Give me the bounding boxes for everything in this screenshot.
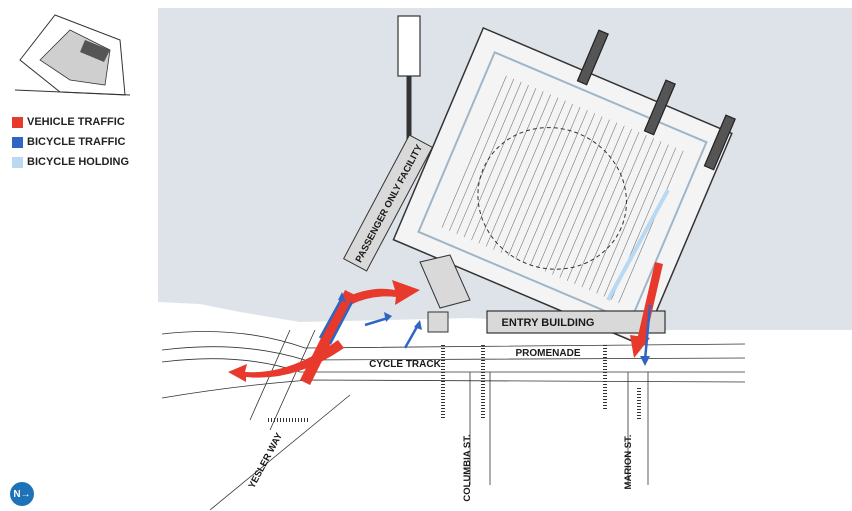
bicycle-holding-lane bbox=[606, 189, 670, 301]
legend: VEHICLE TRAFFIC BICYCLE TRAFFIC BICYCLE … bbox=[12, 112, 129, 172]
columbia-st-label: COLUMBIA ST. bbox=[462, 434, 473, 501]
legend-label: BICYCLE TRAFFIC bbox=[27, 136, 126, 148]
cycle-track-label: CYCLE TRACK bbox=[369, 359, 441, 370]
bicycle-swatch bbox=[12, 136, 23, 148]
legend-label: VEHICLE TRAFFIC bbox=[27, 116, 125, 128]
yesler-way-label: YESLER WAY bbox=[247, 431, 286, 491]
legend-item-bicycle: BICYCLE TRAFFIC bbox=[12, 132, 129, 152]
bicycle-arrowheads bbox=[338, 292, 650, 366]
legend-label: BICYCLE HOLDING bbox=[27, 156, 130, 168]
passenger-pier bbox=[397, 15, 421, 77]
bicycle-traffic bbox=[318, 297, 652, 361]
locator-map bbox=[14, 14, 131, 96]
legend-item-vehicle: VEHICLE TRAFFIC bbox=[12, 112, 129, 132]
north-arrow-icon: N→ bbox=[10, 482, 34, 506]
marion-st-label: MARION ST. bbox=[623, 435, 634, 490]
ferry-slips bbox=[576, 29, 736, 171]
entry-building-label: ENTRY BUILDING bbox=[502, 317, 595, 329]
vehicle-swatch bbox=[12, 116, 23, 128]
vehicle-traffic bbox=[228, 262, 663, 385]
ramp-structure bbox=[419, 254, 471, 309]
crosswalks bbox=[268, 345, 641, 422]
north-label: N bbox=[13, 488, 21, 500]
bicycle-holding-swatch bbox=[12, 156, 23, 168]
ferry-terminal bbox=[392, 26, 733, 347]
entry-building bbox=[486, 310, 666, 334]
kiosk bbox=[427, 311, 449, 333]
legend-item-bicycle-holding: BICYCLE HOLDING bbox=[12, 152, 129, 172]
promenade-label: PROMENADE bbox=[515, 348, 580, 359]
passenger-facility bbox=[342, 134, 434, 272]
